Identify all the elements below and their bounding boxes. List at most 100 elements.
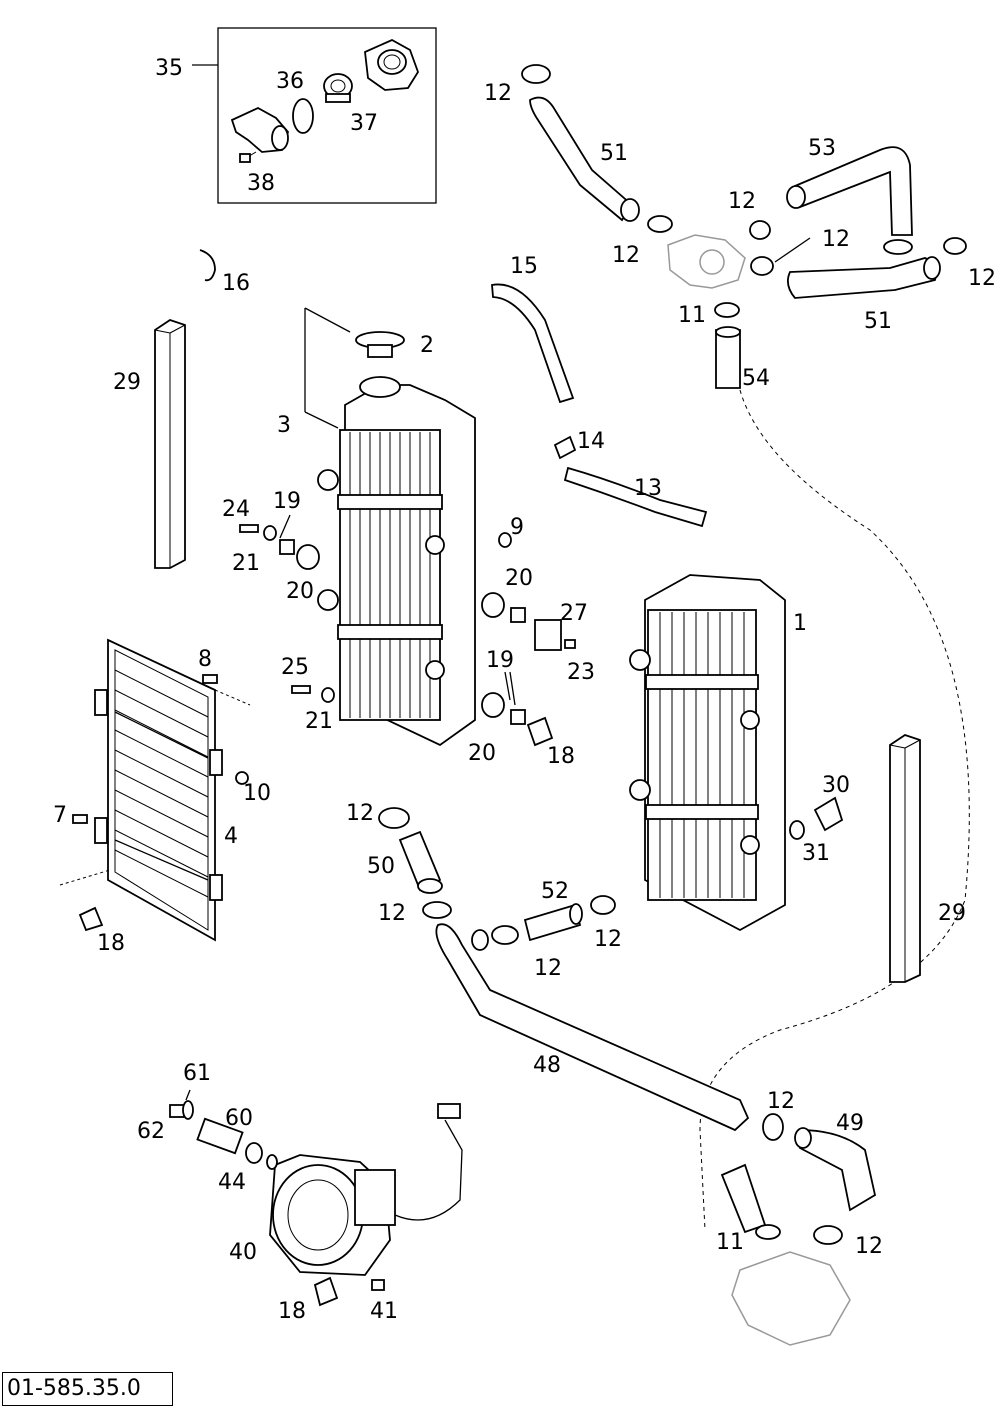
callout-16: 16 [222, 271, 250, 296]
callout-29: 29 [938, 901, 966, 926]
foam-strip-right [889, 734, 921, 983]
callout-1: 1 [793, 611, 807, 636]
callout-49: 49 [836, 1111, 864, 1136]
hose-13 [563, 466, 708, 528]
hose-49 [799, 1129, 877, 1212]
callout-20: 20 [505, 566, 533, 591]
thermostat [323, 73, 353, 103]
callout-19: 19 [273, 489, 301, 514]
callout-51: 51 [864, 309, 892, 334]
hose-clamp [750, 256, 774, 276]
callout-9: 9 [510, 515, 524, 540]
callout-24: 24 [222, 497, 250, 522]
callout-50: 50 [367, 854, 395, 879]
callout-7: 7 [53, 803, 67, 828]
callout-12: 12 [612, 243, 640, 268]
callout-53: 53 [808, 136, 836, 161]
callout-21: 21 [305, 709, 333, 734]
callout-20: 20 [468, 741, 496, 766]
callout-44: 44 [218, 1170, 246, 1195]
callout-48: 48 [533, 1053, 561, 1078]
clip-16 [199, 249, 216, 282]
callout-11: 11 [678, 303, 706, 328]
callout-12: 12 [346, 801, 374, 826]
pipe-54 [715, 329, 741, 389]
thermostat-elbow [230, 106, 290, 163]
hose-51-lower [786, 257, 938, 299]
hose-clamp [714, 302, 740, 318]
callout-14: 14 [577, 429, 605, 454]
callout-41: 41 [370, 1299, 398, 1324]
callout-60: 60 [225, 1106, 253, 1131]
callout-12: 12 [767, 1089, 795, 1114]
callout-12: 12 [534, 956, 562, 981]
thermostat-kit-group [192, 27, 437, 204]
callout-30: 30 [822, 773, 850, 798]
callout-4: 4 [224, 824, 238, 849]
radiator-right [629, 574, 844, 932]
callout-21: 21 [232, 551, 260, 576]
sensor-seal [789, 820, 805, 840]
callout-12: 12 [728, 189, 756, 214]
filler-neck [359, 376, 401, 398]
callout-61: 61 [183, 1061, 211, 1086]
fan-hose-60 [196, 1117, 244, 1155]
callout-54: 54 [742, 366, 770, 391]
callout-37: 37 [350, 111, 378, 136]
callout-36: 36 [276, 69, 304, 94]
callout-13: 13 [634, 476, 662, 501]
radiator-left-mounts [239, 514, 576, 747]
callout-20: 20 [286, 579, 314, 604]
callout-38: 38 [247, 171, 275, 196]
thermostat-o-ring [292, 98, 314, 134]
callout-12: 12 [594, 927, 622, 952]
radiator-left [304, 307, 476, 747]
hose-clamp [749, 220, 771, 240]
callout-labels: 35 36 37 38 12 51 53 12 12 12 12 11 51 5… [53, 56, 996, 1324]
callout-52: 52 [541, 879, 569, 904]
callout-25: 25 [281, 655, 309, 680]
callout-31: 31 [802, 841, 830, 866]
hose-clamp [647, 215, 673, 233]
callout-10: 10 [243, 781, 271, 806]
callout-29: 29 [113, 370, 141, 395]
hose-48 [435, 923, 750, 1132]
callout-35: 35 [155, 56, 183, 81]
hose-clamp [943, 237, 967, 255]
hose-50 [398, 830, 442, 892]
callout-62: 62 [137, 1119, 165, 1144]
callout-27: 27 [560, 601, 588, 626]
callout-12: 12 [378, 901, 406, 926]
pipe-11-lower [720, 1163, 767, 1234]
radiator-grille [59, 638, 251, 942]
thermostat-kit-box [217, 27, 437, 204]
hose-15 [491, 283, 575, 404]
callout-3: 3 [277, 413, 291, 438]
callout-2: 2 [420, 333, 434, 358]
callout-12: 12 [484, 81, 512, 106]
clip-14 [553, 435, 577, 460]
foam-strip-left [154, 319, 186, 569]
thermostat-housing [364, 38, 419, 91]
callout-11: 11 [716, 1230, 744, 1255]
hose-clamp [521, 64, 551, 84]
upper-hose-assembly [521, 64, 967, 389]
lower-hose-assembly [378, 807, 877, 1346]
callout-15: 15 [510, 254, 538, 279]
callout-18: 18 [278, 1299, 306, 1324]
callout-51: 51 [600, 141, 628, 166]
callout-8: 8 [198, 647, 212, 672]
temp-sensor [813, 796, 844, 832]
hose-52 [523, 903, 582, 942]
callout-12: 12 [968, 266, 996, 291]
callout-12: 12 [855, 1234, 883, 1259]
callout-23: 23 [567, 660, 595, 685]
hose-53 [793, 146, 913, 236]
routing-dashed-line [699, 389, 970, 1231]
hose-clamp [883, 239, 913, 255]
callout-19: 19 [486, 648, 514, 673]
callout-12: 12 [822, 227, 850, 252]
diagram-reference-code: 01-585.35.0 [2, 1372, 173, 1406]
callout-40: 40 [229, 1240, 257, 1265]
